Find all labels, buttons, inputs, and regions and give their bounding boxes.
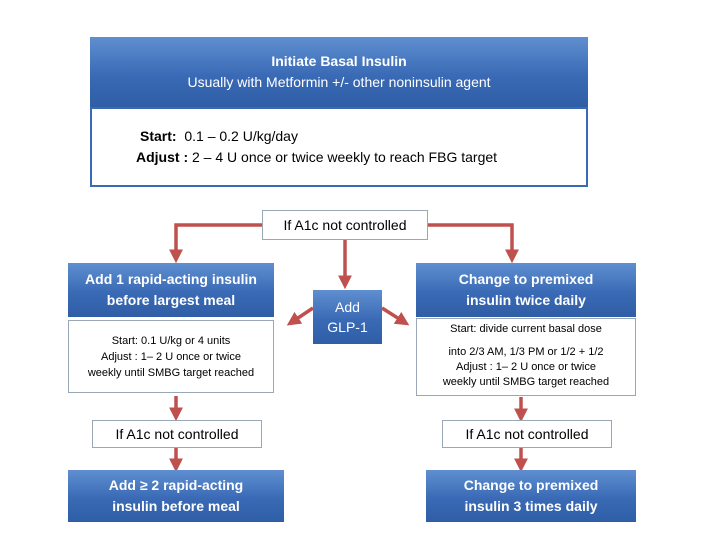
- rapid-acting-adjust-line1: Adjust : 1– 2 U once or twice: [100, 350, 241, 363]
- glp1-line1: Add: [335, 299, 360, 315]
- initiate-basal-insulin-box: Initiate Basal Insulin Usually with Metf…: [90, 37, 588, 107]
- start-dose-line: Start: 0.1 – 0.2 U/kg/day: [136, 126, 298, 147]
- rapid-acting-title-line1: Add 1 rapid-acting insulin: [85, 271, 257, 287]
- arrow-to-right-column: [381, 306, 410, 326]
- premixed-three-line2: insulin 3 times daily: [464, 498, 598, 514]
- top-subtitle: Usually with Metformin +/- other noninsu…: [187, 74, 491, 90]
- rapid-acting-insulin-box: Add 1 rapid-acting insulin before larges…: [68, 263, 274, 317]
- start-label: Start:: [140, 128, 177, 144]
- premixed-twice-line1: Change to premixed: [458, 271, 594, 287]
- right-decision-text: If A1c not controlled: [465, 426, 589, 442]
- adjust-value: 2 – 4 U once or twice weekly to reach FB…: [192, 149, 498, 165]
- arrow-to-left-column: [286, 306, 314, 326]
- rapid-acting-start: Start: 0.1 U/kg or 4 units: [111, 334, 231, 347]
- rapid-acting-adjust-line2: weekly until SMBG target reached: [87, 366, 255, 379]
- premixed-three-line1: Change to premixed: [463, 477, 599, 493]
- adjust-label: Adjust :: [136, 149, 189, 165]
- right-decision-box: If A1c not controlled: [442, 420, 612, 448]
- add-glp1-box: Add GLP-1: [313, 290, 382, 344]
- premixed-adjust-line1: Adjust : 1– 2 U once or twice: [455, 361, 596, 373]
- main-decision-box: If A1c not controlled: [262, 210, 428, 240]
- premixed-three-times-box: Change to premixed insulin 3 times daily: [426, 470, 636, 522]
- start-value: 0.1 – 0.2 U/kg/day: [184, 128, 298, 144]
- premixed-adjust-line2: weekly until SMBG target reached: [442, 376, 610, 388]
- dosing-instructions-box: Start: 0.1 – 0.2 U/kg/day Adjust : 2 – 4…: [90, 107, 588, 187]
- premixed-twice-daily-box: Change to premixed insulin twice daily: [416, 263, 636, 317]
- branch-left-arrow: [169, 223, 262, 264]
- branch-right-arrow: [428, 223, 519, 264]
- left-decision-text: If A1c not controlled: [115, 426, 239, 442]
- multiple-rapid-line1: Add ≥ 2 rapid-acting: [108, 477, 244, 493]
- premixed-start: Start: divide current basal dose: [450, 323, 602, 335]
- multiple-rapid-acting-box: Add ≥ 2 rapid-acting insulin before meal: [68, 470, 284, 522]
- rapid-acting-title-line2: before largest meal: [106, 292, 236, 308]
- multiple-rapid-line2: insulin before meal: [112, 498, 240, 514]
- top-title: Initiate Basal Insulin: [271, 53, 407, 69]
- glp1-line2: GLP-1: [327, 319, 368, 335]
- main-decision-text: If A1c not controlled: [283, 217, 407, 233]
- premixed-dosing-box: Start: divide current basal dose into 2/…: [416, 318, 636, 396]
- left-decision-box: If A1c not controlled: [92, 420, 262, 448]
- adjust-dose-line: Adjust : 2 – 4 U once or twice weekly to…: [136, 147, 497, 168]
- premixed-dose-split: into 2/3 AM, 1/3 PM or 1/2 + 1/2: [448, 346, 604, 358]
- premixed-twice-line2: insulin twice daily: [466, 292, 586, 308]
- rapid-acting-dosing-box: Start: 0.1 U/kg or 4 units Adjust : 1– 2…: [68, 320, 274, 393]
